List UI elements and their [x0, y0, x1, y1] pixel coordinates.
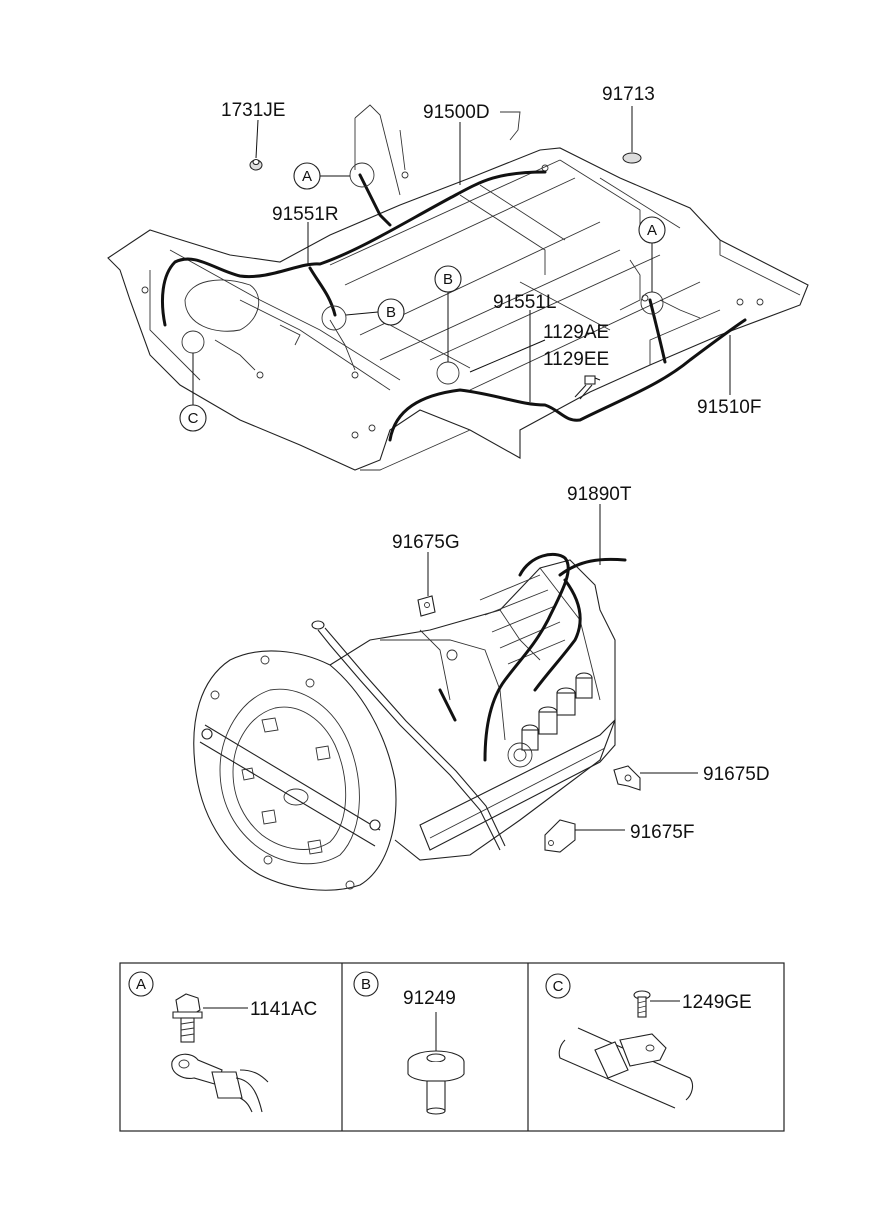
clamp-with-harness [558, 1027, 694, 1109]
marker-c-floor: C [179, 404, 207, 432]
detail-ref-circle [181, 330, 205, 354]
screw-1249GE [633, 990, 651, 1018]
label-91675D: 91675D [703, 764, 770, 785]
marker-c-panel: C [545, 973, 571, 999]
label-91249: 91249 [403, 988, 456, 1009]
label-1129AE: 1129AE [543, 322, 609, 343]
bumper-91249 [407, 1050, 465, 1115]
label-91675G: 91675G [392, 532, 460, 553]
grommet-1731JE [249, 158, 263, 171]
label-1249GE: 1249GE [682, 992, 752, 1013]
detail-panel-b: B 91249 [353, 971, 465, 1115]
bolt-1141AC [172, 993, 203, 1043]
svg-text:A: A [302, 168, 312, 185]
label-91890T: 91890T [567, 484, 632, 505]
clip-91675D [613, 765, 641, 791]
floor-pan-drawing [107, 104, 809, 471]
svg-text:B: B [386, 304, 396, 321]
label-91510F: 91510F [697, 397, 761, 418]
label-91551R: 91551R [272, 204, 339, 225]
marker-b-center: B [434, 265, 462, 293]
bolt-1129AE [574, 375, 596, 400]
label-91713: 91713 [602, 84, 655, 105]
detail-ref-circle [436, 361, 460, 385]
clip-91675F [544, 819, 576, 853]
detail-panels [119, 962, 785, 1132]
svg-text:A: A [136, 976, 146, 993]
marker-b-right: B [377, 298, 405, 326]
label-1141AC: 1141AC [250, 999, 317, 1020]
ring-terminal [171, 1053, 269, 1113]
marker-a-upper: A [293, 162, 321, 190]
clip-91675G [417, 595, 436, 617]
label-1129EE: 1129EE [543, 349, 609, 370]
label-91551L: 91551L [493, 292, 556, 313]
floor-harness [160, 170, 747, 442]
detail-ref-circle [321, 305, 347, 331]
marker-a-right: A [638, 216, 666, 244]
detail-panel-a: A 1141AC [128, 971, 317, 1113]
leader-lines [192, 106, 731, 831]
detail-ref-circle [349, 162, 375, 188]
svg-text:C: C [553, 978, 564, 995]
label-91500D: 91500D [423, 102, 490, 123]
detail-panel-c: C 1249GE [545, 973, 752, 1109]
svg-text:B: B [443, 271, 453, 288]
transmission-drawing [193, 559, 616, 891]
marker-a-panel: A [128, 971, 154, 997]
svg-text:A: A [647, 222, 657, 239]
label-91675F: 91675F [630, 822, 694, 843]
svg-text:C: C [188, 410, 199, 427]
marker-b-panel: B [353, 971, 379, 997]
label-1731JE: 1731JE [221, 100, 285, 121]
svg-text:B: B [361, 976, 371, 993]
plug-91713 [622, 152, 642, 164]
transmission-harness [438, 552, 627, 762]
